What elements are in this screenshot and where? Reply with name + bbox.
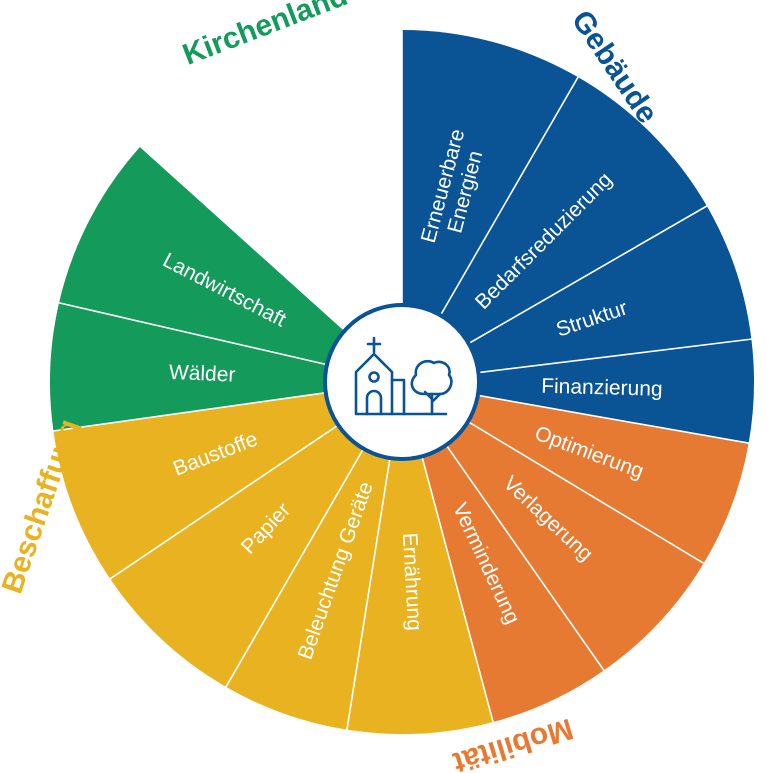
segment-divider bbox=[439, 435, 606, 673]
segment-divider bbox=[51, 390, 337, 433]
category-label-kirchenland: Kirchenland bbox=[178, 0, 352, 72]
segment-finanzierung bbox=[402, 339, 755, 444]
segment-divider bbox=[138, 144, 354, 339]
segment-verminderung bbox=[402, 382, 604, 723]
segment-label-line: Finanzierung bbox=[541, 374, 663, 400]
segment-baustoffe bbox=[53, 382, 403, 579]
segment-optimierung bbox=[402, 382, 749, 564]
segment-label-line: Ernährung bbox=[398, 532, 426, 631]
segment-verlagerung bbox=[402, 382, 704, 671]
segment-dividers bbox=[51, 28, 754, 732]
segment-bedarfsreduzierung bbox=[402, 77, 707, 382]
segment-beleuchtung-geräte bbox=[226, 382, 402, 730]
segment-wälder bbox=[50, 302, 403, 431]
center-circle bbox=[323, 303, 481, 461]
segment-label-line: Wälder bbox=[168, 360, 235, 386]
center-badge bbox=[323, 303, 481, 461]
segment-divider bbox=[418, 445, 495, 725]
church-tree-icon bbox=[354, 336, 453, 416]
segment-divider bbox=[108, 418, 348, 581]
segment-label: Wälder bbox=[168, 360, 235, 386]
segment-divider bbox=[251, 60, 375, 323]
segment-divider bbox=[458, 415, 706, 566]
segment-struktur bbox=[402, 206, 752, 382]
segment-papier bbox=[110, 382, 403, 687]
segment-divider bbox=[467, 338, 754, 375]
segment-label: Finanzierung bbox=[541, 374, 663, 400]
wheel-segments bbox=[50, 30, 755, 735]
segment-divider bbox=[56, 301, 338, 368]
segment-landwirtschaft bbox=[59, 146, 403, 382]
segment-erneuerbare-energien bbox=[402, 30, 578, 382]
segment-divider bbox=[224, 438, 370, 689]
segment-divider bbox=[345, 447, 393, 732]
segment-divider bbox=[466, 392, 751, 445]
segment-divider bbox=[458, 204, 709, 350]
segment-label: Ernährung bbox=[398, 532, 426, 631]
segment-ernährung bbox=[346, 382, 494, 735]
segment-divider bbox=[434, 75, 580, 326]
